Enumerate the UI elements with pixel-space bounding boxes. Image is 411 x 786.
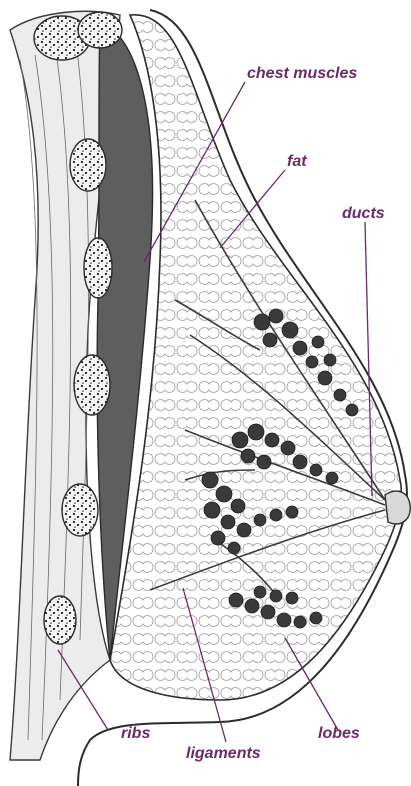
label-lobes: lobes — [318, 725, 360, 742]
label-ribs: ribs — [121, 725, 150, 742]
label-ducts: ducts — [342, 205, 385, 222]
label-ligaments: ligaments — [186, 745, 261, 762]
nipple — [385, 491, 410, 524]
label-fat: fat — [287, 153, 307, 170]
label-chest-muscles: chest muscles — [247, 65, 357, 82]
